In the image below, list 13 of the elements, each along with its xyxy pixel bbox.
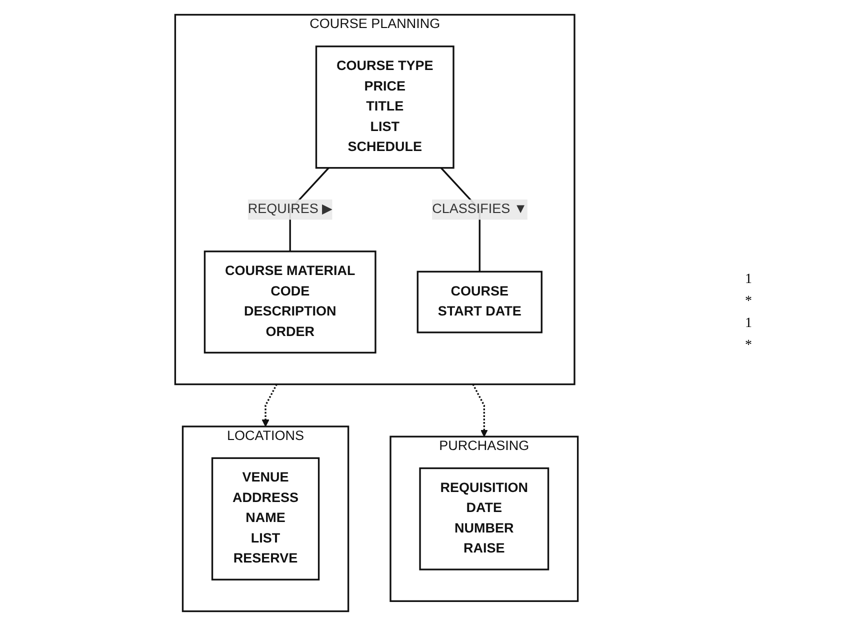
multiplicity-label: 1: [745, 272, 752, 288]
edge-label: REQUIRES ▶: [248, 202, 332, 216]
multiplicity-label: *: [745, 338, 752, 354]
node-box: REQUISITION DATE NUMBER RAISE: [419, 467, 550, 570]
arrow: [472, 384, 488, 437]
multiplicity-label: *: [745, 294, 752, 310]
node-box: COURSE START DATE: [416, 270, 542, 334]
node-box: COURSE TYPE PRICE TITLE LIST SCHEDULE: [315, 46, 454, 169]
node-box: VENUE ADDRESS NAME LIST RESERVE: [211, 457, 320, 580]
arrow: [262, 384, 278, 427]
edge-label: CLASSIFIES ▼: [432, 202, 528, 216]
node-box: COURSE MATERIAL CODE DESCRIPTION ORDER: [204, 250, 376, 354]
multiplicity-label: 1: [745, 316, 752, 332]
